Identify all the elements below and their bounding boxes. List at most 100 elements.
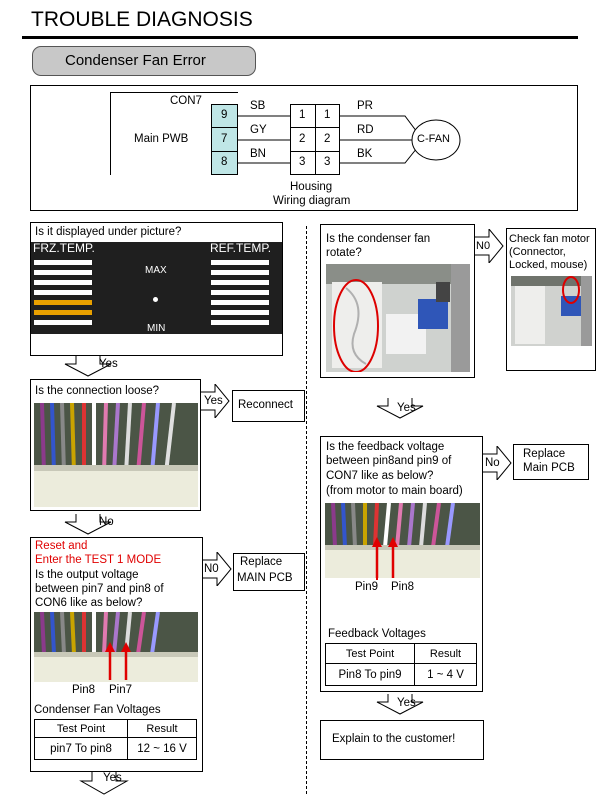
question-text: between pin8and pin9 of xyxy=(326,455,452,467)
table-cell: Pin8 To pin9 xyxy=(325,663,415,686)
ref-bar xyxy=(211,280,269,285)
yes-label: Yes xyxy=(204,395,223,407)
frz-bar xyxy=(34,300,92,305)
pin-number: 7 xyxy=(221,133,228,145)
wire-label: BK xyxy=(357,148,373,160)
feedback-table: Test Point Result Pin8 To pin9 1 ~ 4 V xyxy=(325,643,477,686)
down-arrow xyxy=(376,398,424,419)
question-text: rotate? xyxy=(326,247,362,259)
table-title: Feedback Voltages xyxy=(328,628,426,640)
yes-label: Yes xyxy=(397,402,416,414)
con-label: CON7 xyxy=(170,95,202,107)
down-arrow xyxy=(64,514,112,535)
action-text: Reconnect xyxy=(238,399,293,411)
table-header: Test Point xyxy=(325,643,415,664)
final-box xyxy=(320,720,484,760)
connector xyxy=(211,104,238,175)
ref-bar xyxy=(211,300,269,305)
wire-label: BN xyxy=(250,148,266,160)
fan-motor-photo xyxy=(511,276,592,346)
table-title: Condenser Fan Voltages xyxy=(34,704,161,716)
section-tab: Condenser Fan Error xyxy=(32,46,256,76)
wire-label: GY xyxy=(250,124,267,136)
housing-pin: 3 xyxy=(299,156,306,168)
max-label: MAX xyxy=(145,265,167,276)
question-text: Is the output voltage xyxy=(35,569,139,581)
yes-label: Yes xyxy=(99,358,118,370)
housing-divider xyxy=(290,151,340,152)
connector-photo xyxy=(325,503,480,578)
question-text: Is the feedback voltage xyxy=(326,441,445,453)
action-text: Replace xyxy=(240,556,283,568)
pin-label: Pin8 xyxy=(391,581,415,593)
action-text: Main PCB xyxy=(523,462,575,474)
housing-pin: 2 xyxy=(299,133,306,145)
question-text: (from motor to main board) xyxy=(326,485,463,497)
frz-temp-label: FRZ.TEMP. xyxy=(33,241,95,255)
question-text: between pin7 and pin8 of xyxy=(35,583,164,595)
frz-bar xyxy=(34,290,92,295)
wiring-lines xyxy=(238,115,461,164)
housing-divider xyxy=(315,104,316,175)
no-label: N0 xyxy=(476,240,491,252)
no-label: N0 xyxy=(204,563,219,575)
table-cell: pin7 To pin8 xyxy=(34,737,128,760)
pin-label: Pin9 xyxy=(355,581,379,593)
min-label: MIN xyxy=(147,323,166,334)
right-arrow xyxy=(483,446,512,480)
ref-bar xyxy=(211,290,269,295)
no-label: No xyxy=(485,457,500,469)
reset-text: Reset and xyxy=(35,540,88,552)
wire-label: PR xyxy=(357,100,373,112)
center-dot xyxy=(153,297,158,302)
right-arrow xyxy=(201,384,230,418)
connector-photo xyxy=(34,612,198,682)
right-arrow xyxy=(475,229,504,263)
pin-number: 8 xyxy=(221,156,228,168)
ref-bar xyxy=(211,310,269,315)
frz-bar xyxy=(34,320,92,325)
frz-bar xyxy=(34,260,92,265)
action-box-replace-main-pcb xyxy=(233,553,305,591)
action-text: Check fan motor xyxy=(509,233,590,245)
right-arrow xyxy=(203,552,232,586)
ref-temp-label: REF.TEMP. xyxy=(210,241,272,255)
down-arrow xyxy=(64,356,112,377)
action-box-reconnect xyxy=(232,390,305,422)
action-text: Locked, mouse) xyxy=(509,259,588,271)
table-cell: 1 ~ 4 V xyxy=(414,663,477,686)
action-text: Replace xyxy=(523,448,566,460)
voltage-table: Test Point Result pin7 To pin8 12 ~ 16 V xyxy=(34,719,197,760)
question-text: CON6 like as below? xyxy=(35,597,143,609)
title-rule xyxy=(22,36,578,39)
wiring-diagram-box xyxy=(30,85,578,211)
table-header: Test Point xyxy=(34,719,128,738)
housing-pin: 2 xyxy=(324,133,331,145)
action-text: MAIN PCB xyxy=(237,572,293,584)
question-text: CON7 like as below? xyxy=(326,470,434,482)
housing-pin: 1 xyxy=(324,109,331,121)
frz-bar xyxy=(34,280,92,285)
housing-divider xyxy=(290,127,340,128)
main-pwb-label: Main PWB xyxy=(134,133,189,145)
housing-pin: 1 xyxy=(299,109,306,121)
no-label: No xyxy=(99,516,114,528)
housing-label: Housing xyxy=(290,181,333,193)
action-box-replace-main-pcb xyxy=(513,444,589,480)
table-header: Result xyxy=(414,643,477,664)
ref-bar xyxy=(211,320,269,325)
test-mode-text: Enter the TEST 1 MODE xyxy=(35,554,162,566)
connector-photo xyxy=(34,403,198,507)
ref-bar xyxy=(211,260,269,265)
fan-photo xyxy=(326,264,470,372)
down-arrow xyxy=(376,694,424,715)
section-title: Condenser Fan Error xyxy=(65,52,206,69)
housing-pin: 3 xyxy=(324,156,331,168)
question-text: Is the condenser fan xyxy=(326,233,431,245)
down-arrow xyxy=(79,772,129,795)
pin-number: 9 xyxy=(221,109,228,121)
page-title: TROUBLE DIAGNOSIS xyxy=(31,8,253,31)
connector-divider xyxy=(211,151,238,152)
connector-divider xyxy=(211,127,238,128)
question-text: Is it displayed under picture? xyxy=(35,226,182,238)
